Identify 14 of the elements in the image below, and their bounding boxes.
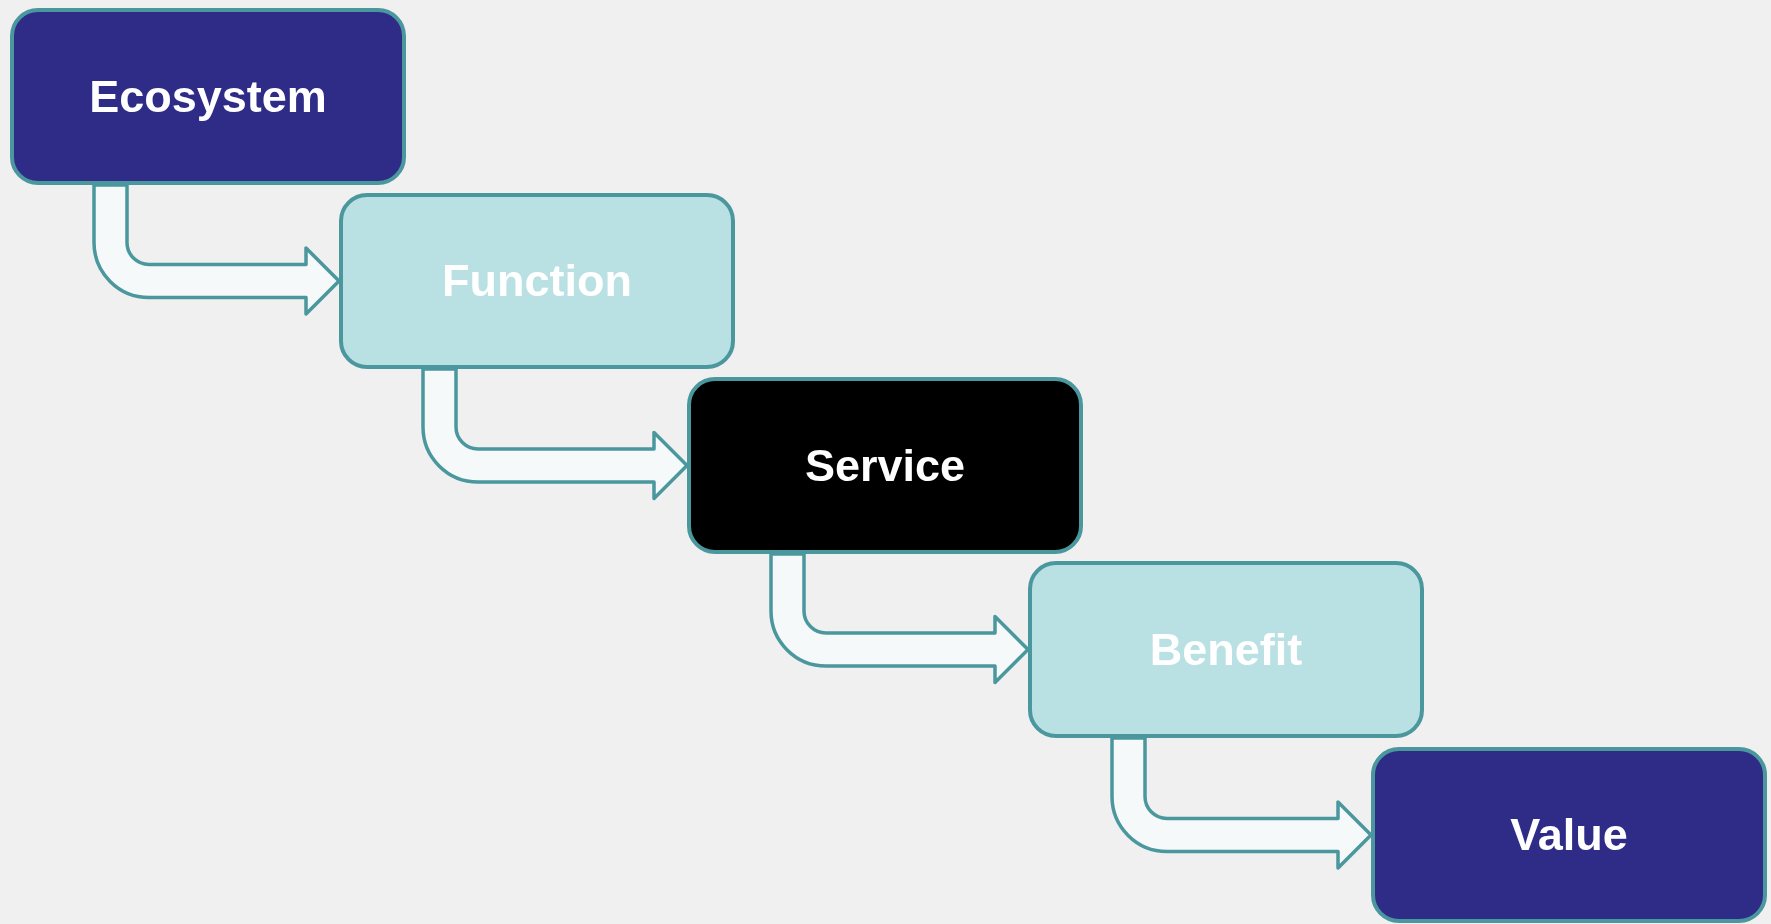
- box-label: Function: [442, 255, 632, 307]
- box-label: Service: [804, 439, 966, 492]
- process-box: [1371, 747, 1767, 923]
- bent-arrow: [421, 367, 689, 501]
- process-box: [1028, 561, 1424, 738]
- bent-arrow: [769, 552, 1030, 685]
- bent-arrow: [1110, 736, 1373, 870]
- box-label: Benefit: [1149, 623, 1303, 676]
- box-label: Value: [1510, 809, 1628, 861]
- box-label: Ecosystem: [89, 70, 327, 123]
- bent-arrow: [92, 183, 341, 316]
- process-box: [339, 193, 735, 369]
- process-box: [687, 377, 1083, 554]
- process-box: [10, 8, 406, 185]
